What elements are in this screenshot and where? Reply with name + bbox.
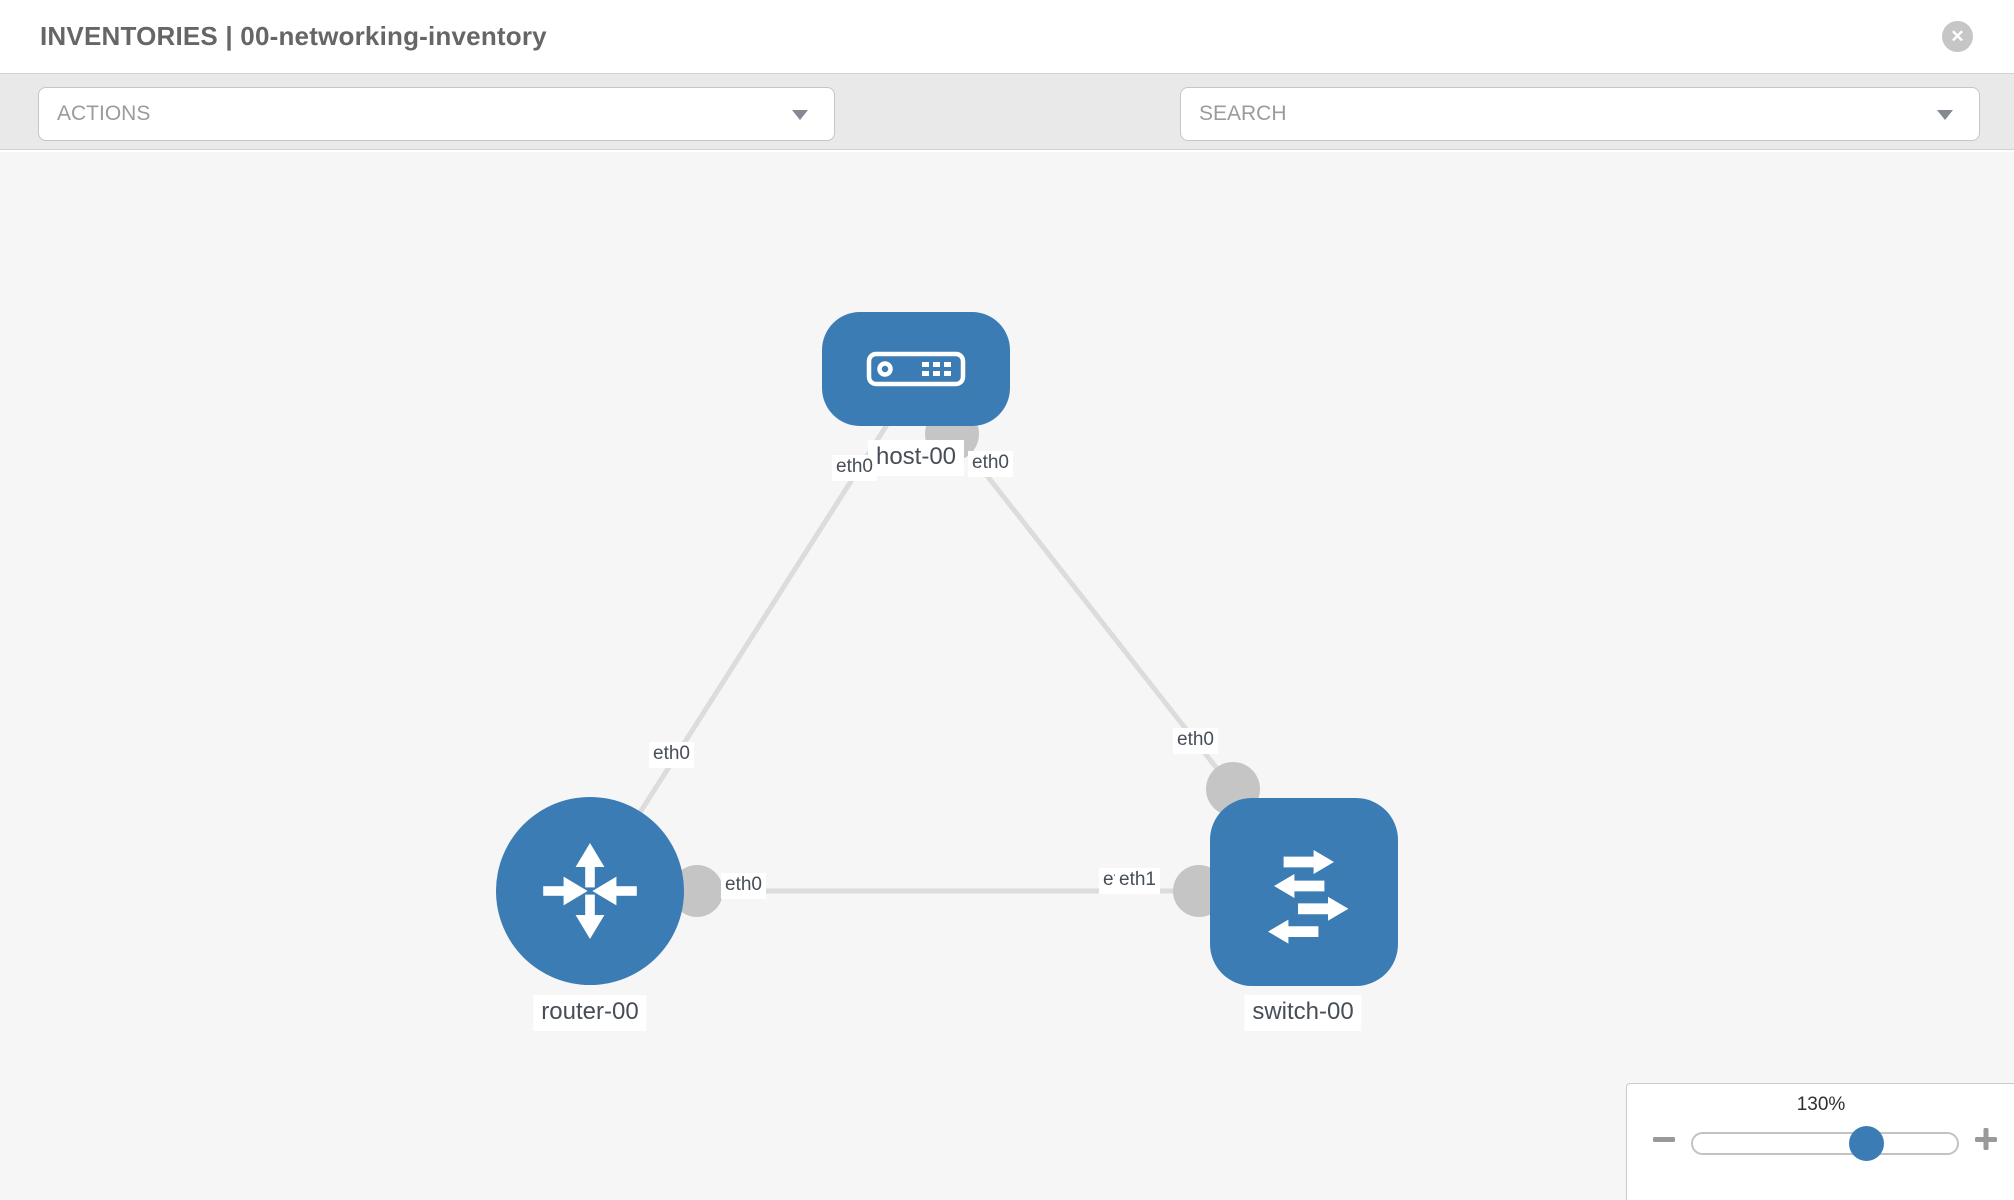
interface-label-router-eth0-top: eth0 [649, 742, 694, 768]
zoom-slider[interactable] [1691, 1126, 1959, 1161]
node-switch-00[interactable] [1210, 798, 1398, 986]
interface-label-host-eth0-left: eth0 [832, 455, 877, 481]
actions-dropdown[interactable]: ACTIONS [38, 87, 835, 141]
zoom-out-button[interactable] [1649, 1124, 1679, 1154]
node-label-host-00: host-00 [867, 440, 965, 476]
port-router-right [671, 865, 723, 917]
switch-icon [1268, 850, 1349, 944]
zoom-in-button[interactable] [1971, 1124, 2001, 1154]
interface-label-host-eth0-right: eth0 [968, 451, 1013, 477]
node-router-00[interactable] [496, 797, 684, 985]
host-icon [866, 351, 966, 387]
actions-dropdown-label: ACTIONS [57, 102, 151, 125]
node-host-00[interactable] [822, 312, 1010, 426]
interface-label-switch-eth0-top: eth0 [1173, 728, 1218, 754]
close-button[interactable]: ✕ [1942, 21, 1973, 52]
chevron-down-icon [792, 110, 808, 120]
topology-canvas[interactable]: host-00 router-00 switch-00 eth0 eth0 et… [0, 152, 2014, 1200]
plus-icon [1975, 1128, 1997, 1150]
router-icon [543, 843, 637, 939]
interface-label-router-eth0-right: eth0 [721, 873, 766, 899]
minus-icon [1653, 1137, 1675, 1142]
search-input-placeholder: SEARCH [1199, 102, 1287, 125]
node-label-router-00: router-00 [533, 995, 647, 1031]
zoom-level-value: 130% [1796, 1094, 1846, 1115]
zoom-slider-thumb[interactable] [1849, 1126, 1884, 1161]
close-icon: ✕ [1950, 26, 1965, 46]
node-label-switch-00: switch-00 [1244, 995, 1362, 1031]
interface-label-switch-eth1-left: eth1 [1115, 868, 1160, 894]
zoom-panel: 130% [1626, 1083, 2014, 1200]
search-dropdown[interactable]: SEARCH [1180, 87, 1980, 141]
toolbar: ACTIONS SEARCH [0, 73, 2014, 205]
page-title: INVENTORIES | 00-networking-inventory [40, 21, 547, 51]
links-layer [587, 407, 1303, 917]
chevron-down-icon [1937, 110, 1953, 120]
header: INVENTORIES | 00-networking-inventory ✕ [0, 0, 2014, 73]
